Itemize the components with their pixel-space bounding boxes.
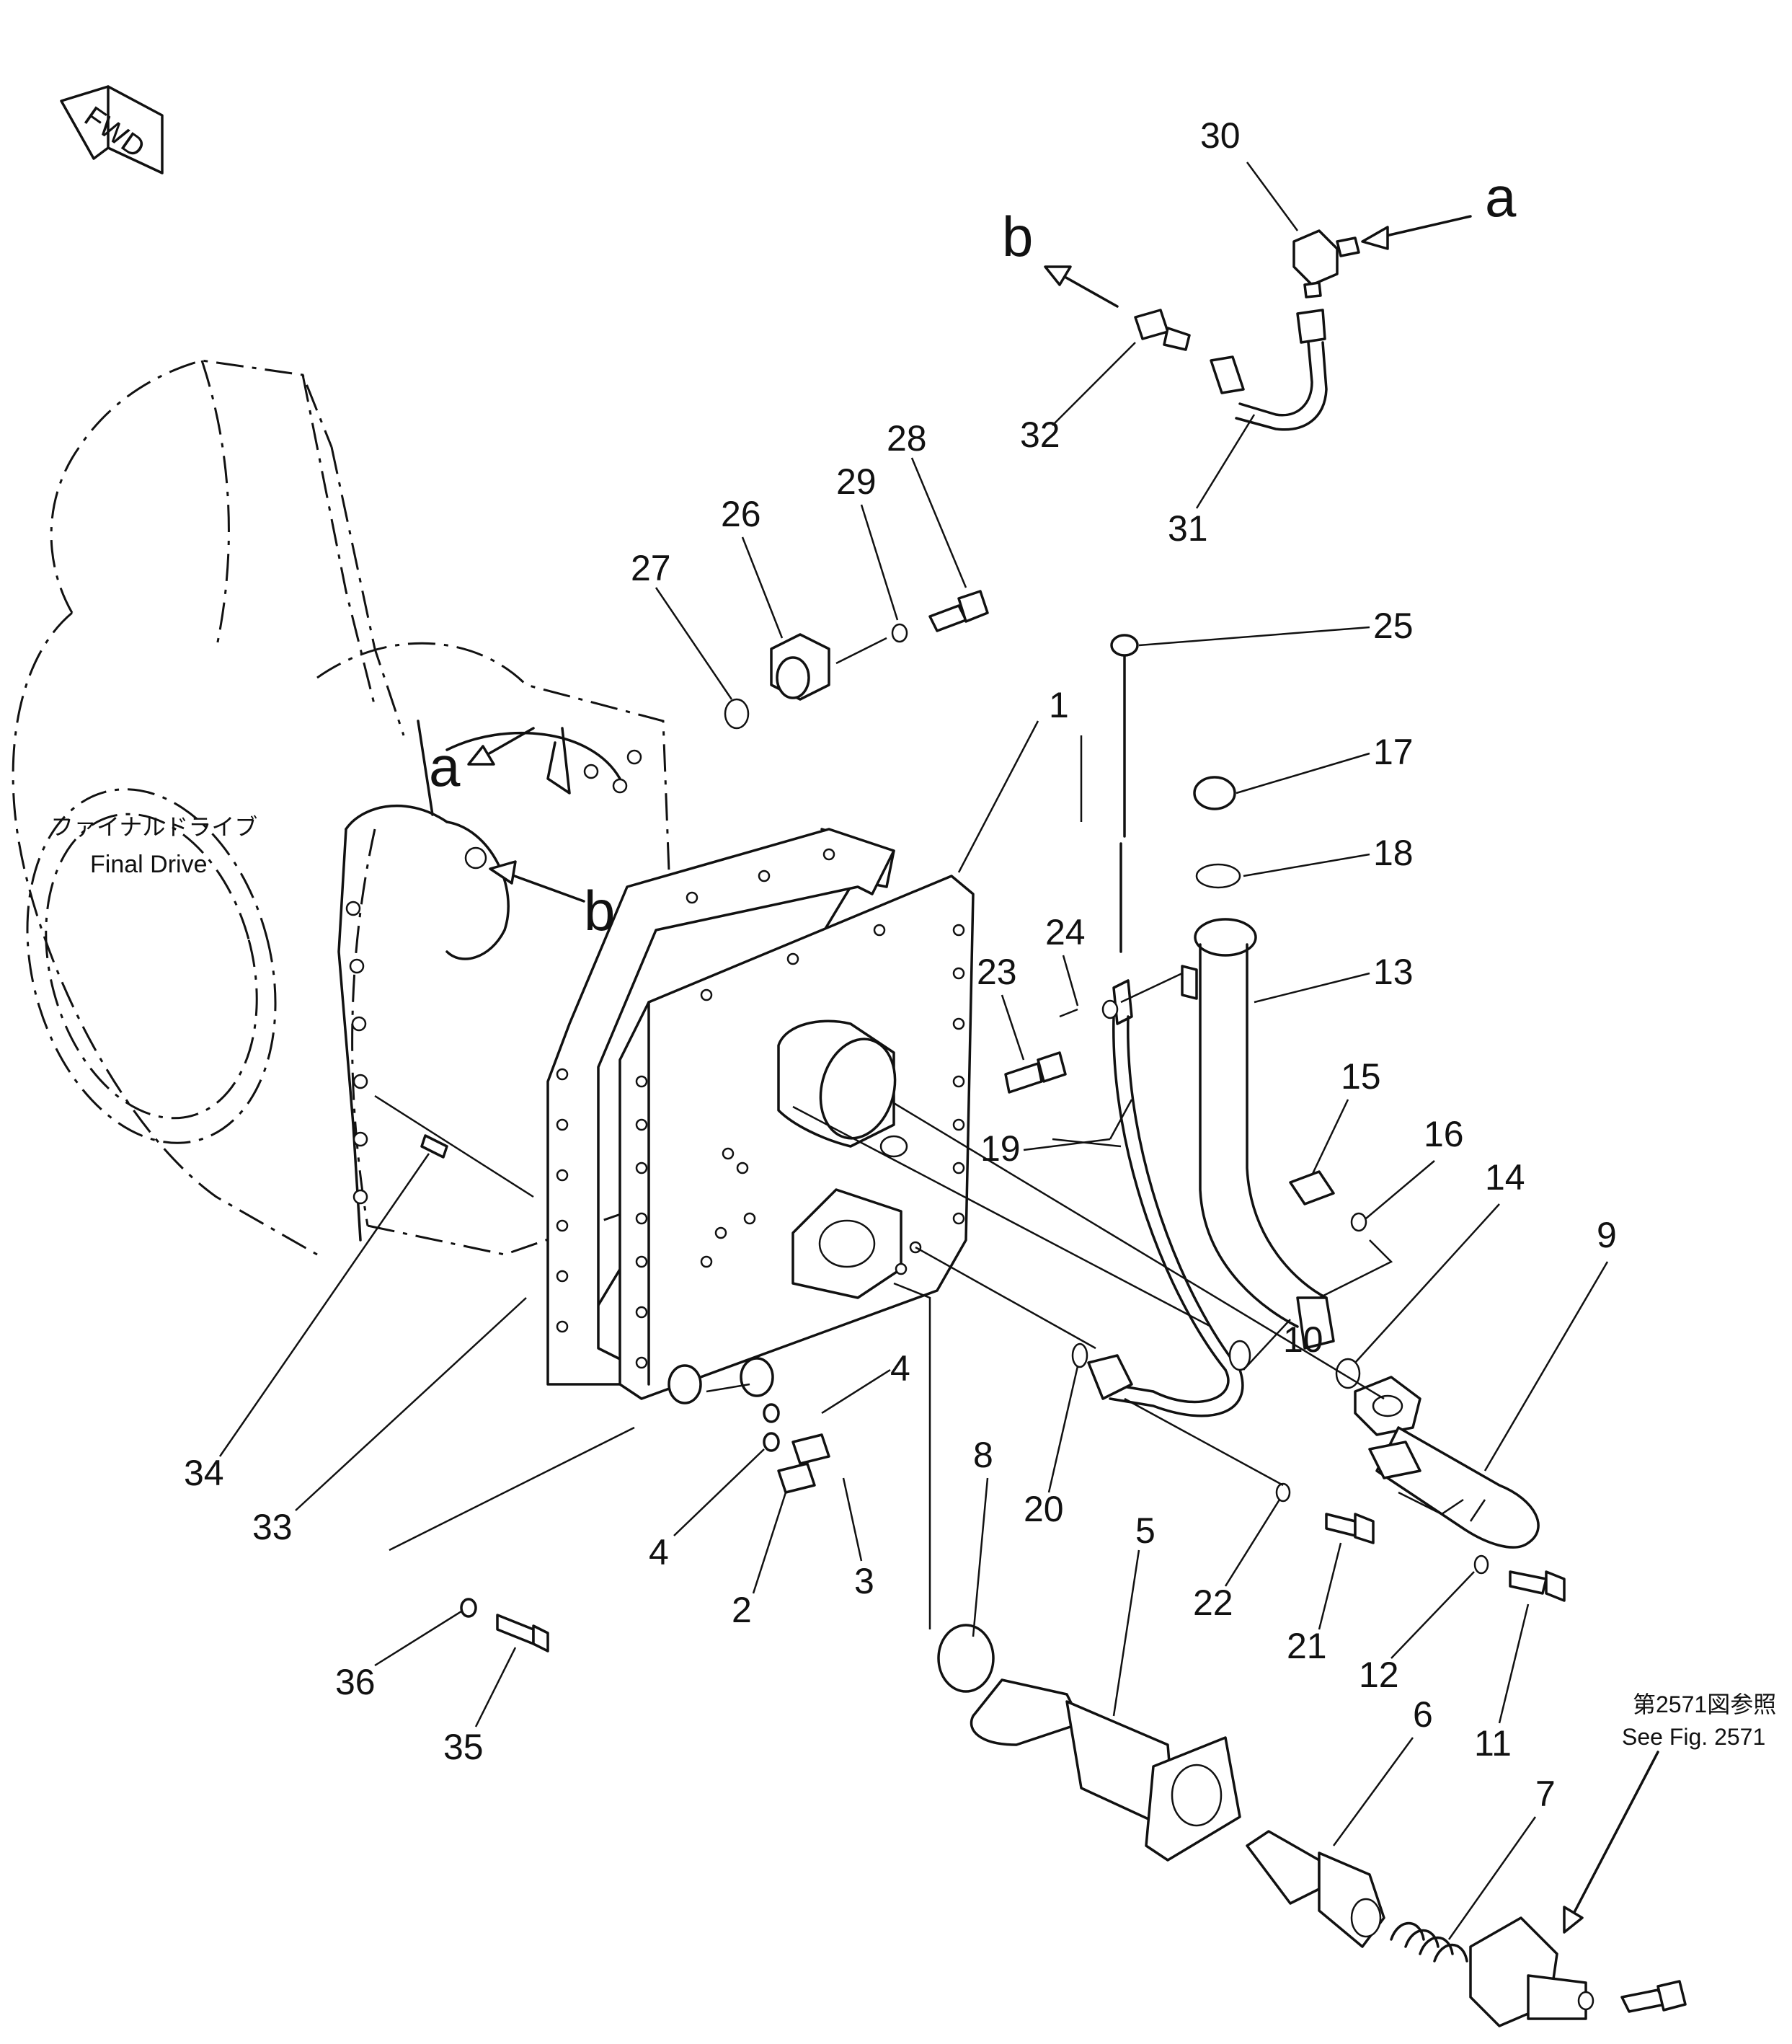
callout-34: 34 [184,1453,224,1493]
callout-35: 35 [443,1727,484,1767]
callout-15: 15 [1341,1056,1381,1097]
filler-tube [1181,776,1367,1350]
plug-bosses [667,1357,830,1494]
callout-4b: 4 [649,1532,669,1572]
callout-9: 9 [1597,1215,1617,1255]
callout-12: 12 [1359,1655,1399,1695]
callout-36: 36 [335,1662,376,1702]
suction-tube [1354,1376,1540,1549]
callouts: 1 2 3 4 4 5 6 7 8 9 10 11 12 13 14 15 16… [184,115,1617,1940]
final-drive-label-en: Final Drive [90,851,207,878]
callout-32: 32 [1020,415,1060,455]
gasket [546,828,895,1386]
callout-2: 2 [732,1590,752,1630]
callout-31: 31 [1168,508,1208,549]
callout-22: 22 [1193,1583,1233,1623]
callout-7: 7 [1535,1774,1556,1814]
connection-label-a-housing: a [429,735,461,798]
leader-lines [792,720,1486,1629]
connection-label-b-top: b [1002,205,1033,268]
figure-reference: 第2571図参照 See Fig. 2571 [1622,1691,1776,1750]
see-fig-en: See Fig. 2571 [1622,1724,1765,1750]
callout-30: 30 [1200,115,1241,156]
bolt-35 [389,1426,635,1653]
callout-4a: 4 [890,1348,910,1389]
fwd-arrow-icon: FWD [60,85,164,174]
flow-arrows [467,215,1659,1934]
callout-27: 27 [631,548,671,588]
final-drive-housing: ファイナルドライブ Final Drive [12,359,672,1256]
callout-18: 18 [1373,833,1414,873]
connector-tube [1134,229,1360,431]
callout-23: 23 [977,952,1017,992]
see-fig-jp: 第2571図参照 [1633,1691,1776,1717]
breather-assembly [724,590,989,730]
callout-5: 5 [1135,1510,1156,1551]
callout-14: 14 [1485,1157,1525,1198]
callout-13: 13 [1373,952,1414,992]
callout-1: 1 [1049,685,1069,725]
callout-6: 6 [1413,1694,1433,1735]
fwd-label: FWD [79,100,151,164]
callout-17: 17 [1373,732,1414,772]
callout-29: 29 [836,461,877,502]
callout-11: 11 [1474,1723,1512,1764]
callout-20: 20 [1024,1489,1064,1529]
o-rings [879,999,1566,1602]
callout-25: 25 [1373,606,1414,646]
callout-33: 33 [252,1507,293,1547]
cover-plate [618,875,975,1400]
callout-8: 8 [973,1435,993,1475]
callout-28: 28 [887,418,927,459]
callout-26: 26 [721,494,761,534]
callout-21: 21 [1287,1626,1327,1666]
callout-24: 24 [1045,912,1086,952]
connection-label-b-housing: b [584,879,615,942]
callout-16: 16 [1424,1114,1464,1154]
callout-10: 10 [1283,1319,1323,1360]
final-drive-label-jp: ファイナルドライブ [50,814,257,840]
connection-label-a-top: a [1485,165,1517,229]
dowel-pin [374,1094,534,1198]
callout-3: 3 [854,1561,874,1601]
dipstick [1087,634,1244,1417]
connection-labels: a b a b [429,165,1517,942]
callout-19: 19 [980,1128,1021,1169]
strainer-assembly [937,1624,1687,2027]
